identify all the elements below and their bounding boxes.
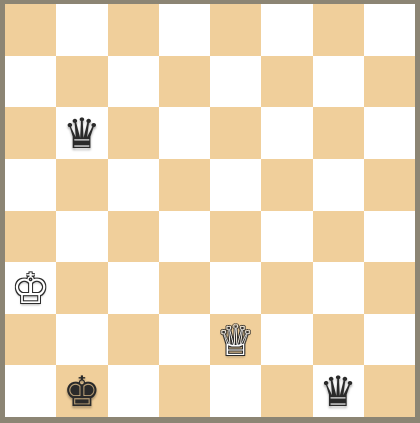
square-g3[interactable] [313, 262, 364, 314]
square-c1[interactable] [108, 365, 159, 417]
black-queen-icon[interactable]: ♛ [63, 113, 101, 155]
square-h7[interactable] [364, 56, 415, 108]
square-b5[interactable] [56, 159, 107, 211]
square-e2[interactable]: ♕ [210, 314, 261, 366]
chess-board[interactable]: ♛ ♔ ♕ ♚ ♛ [5, 4, 415, 417]
square-b4[interactable] [56, 211, 107, 263]
black-king-icon[interactable]: ♚ [63, 371, 101, 413]
square-f4[interactable] [261, 211, 312, 263]
square-c7[interactable] [108, 56, 159, 108]
square-g4[interactable] [313, 211, 364, 263]
square-e7[interactable] [210, 56, 261, 108]
square-g2[interactable] [313, 314, 364, 366]
square-h5[interactable] [364, 159, 415, 211]
square-d2[interactable] [159, 314, 210, 366]
square-d1[interactable] [159, 365, 210, 417]
square-f2[interactable] [261, 314, 312, 366]
square-b3[interactable] [56, 262, 107, 314]
square-b8[interactable] [56, 4, 107, 56]
square-g8[interactable] [313, 4, 364, 56]
square-d4[interactable] [159, 211, 210, 263]
square-d3[interactable] [159, 262, 210, 314]
square-e5[interactable] [210, 159, 261, 211]
square-h3[interactable] [364, 262, 415, 314]
square-e4[interactable] [210, 211, 261, 263]
square-b7[interactable] [56, 56, 107, 108]
square-f6[interactable] [261, 107, 312, 159]
square-f5[interactable] [261, 159, 312, 211]
square-c6[interactable] [108, 107, 159, 159]
square-h4[interactable] [364, 211, 415, 263]
square-e3[interactable] [210, 262, 261, 314]
black-queen-icon[interactable]: ♛ [319, 371, 357, 413]
square-c4[interactable] [108, 211, 159, 263]
square-e6[interactable] [210, 107, 261, 159]
square-h1[interactable] [364, 365, 415, 417]
white-king-icon[interactable]: ♔ [12, 268, 50, 310]
square-h6[interactable] [364, 107, 415, 159]
square-g6[interactable] [313, 107, 364, 159]
square-h2[interactable] [364, 314, 415, 366]
square-c5[interactable] [108, 159, 159, 211]
square-d6[interactable] [159, 107, 210, 159]
square-f7[interactable] [261, 56, 312, 108]
square-a4[interactable] [5, 211, 56, 263]
square-e1[interactable] [210, 365, 261, 417]
square-f3[interactable] [261, 262, 312, 314]
square-b1[interactable]: ♚ [56, 365, 107, 417]
square-a2[interactable] [5, 314, 56, 366]
square-g5[interactable] [313, 159, 364, 211]
white-queen-icon[interactable]: ♕ [217, 320, 255, 362]
square-b6[interactable]: ♛ [56, 107, 107, 159]
square-h8[interactable] [364, 4, 415, 56]
square-d5[interactable] [159, 159, 210, 211]
square-a1[interactable] [5, 365, 56, 417]
square-b2[interactable] [56, 314, 107, 366]
square-f1[interactable] [261, 365, 312, 417]
square-e8[interactable] [210, 4, 261, 56]
square-a8[interactable] [5, 4, 56, 56]
square-d7[interactable] [159, 56, 210, 108]
square-c2[interactable] [108, 314, 159, 366]
square-a5[interactable] [5, 159, 56, 211]
square-a7[interactable] [5, 56, 56, 108]
square-d8[interactable] [159, 4, 210, 56]
square-f8[interactable] [261, 4, 312, 56]
square-c8[interactable] [108, 4, 159, 56]
square-g1[interactable]: ♛ [313, 365, 364, 417]
square-c3[interactable] [108, 262, 159, 314]
square-g7[interactable] [313, 56, 364, 108]
square-a6[interactable] [5, 107, 56, 159]
square-a3[interactable]: ♔ [5, 262, 56, 314]
